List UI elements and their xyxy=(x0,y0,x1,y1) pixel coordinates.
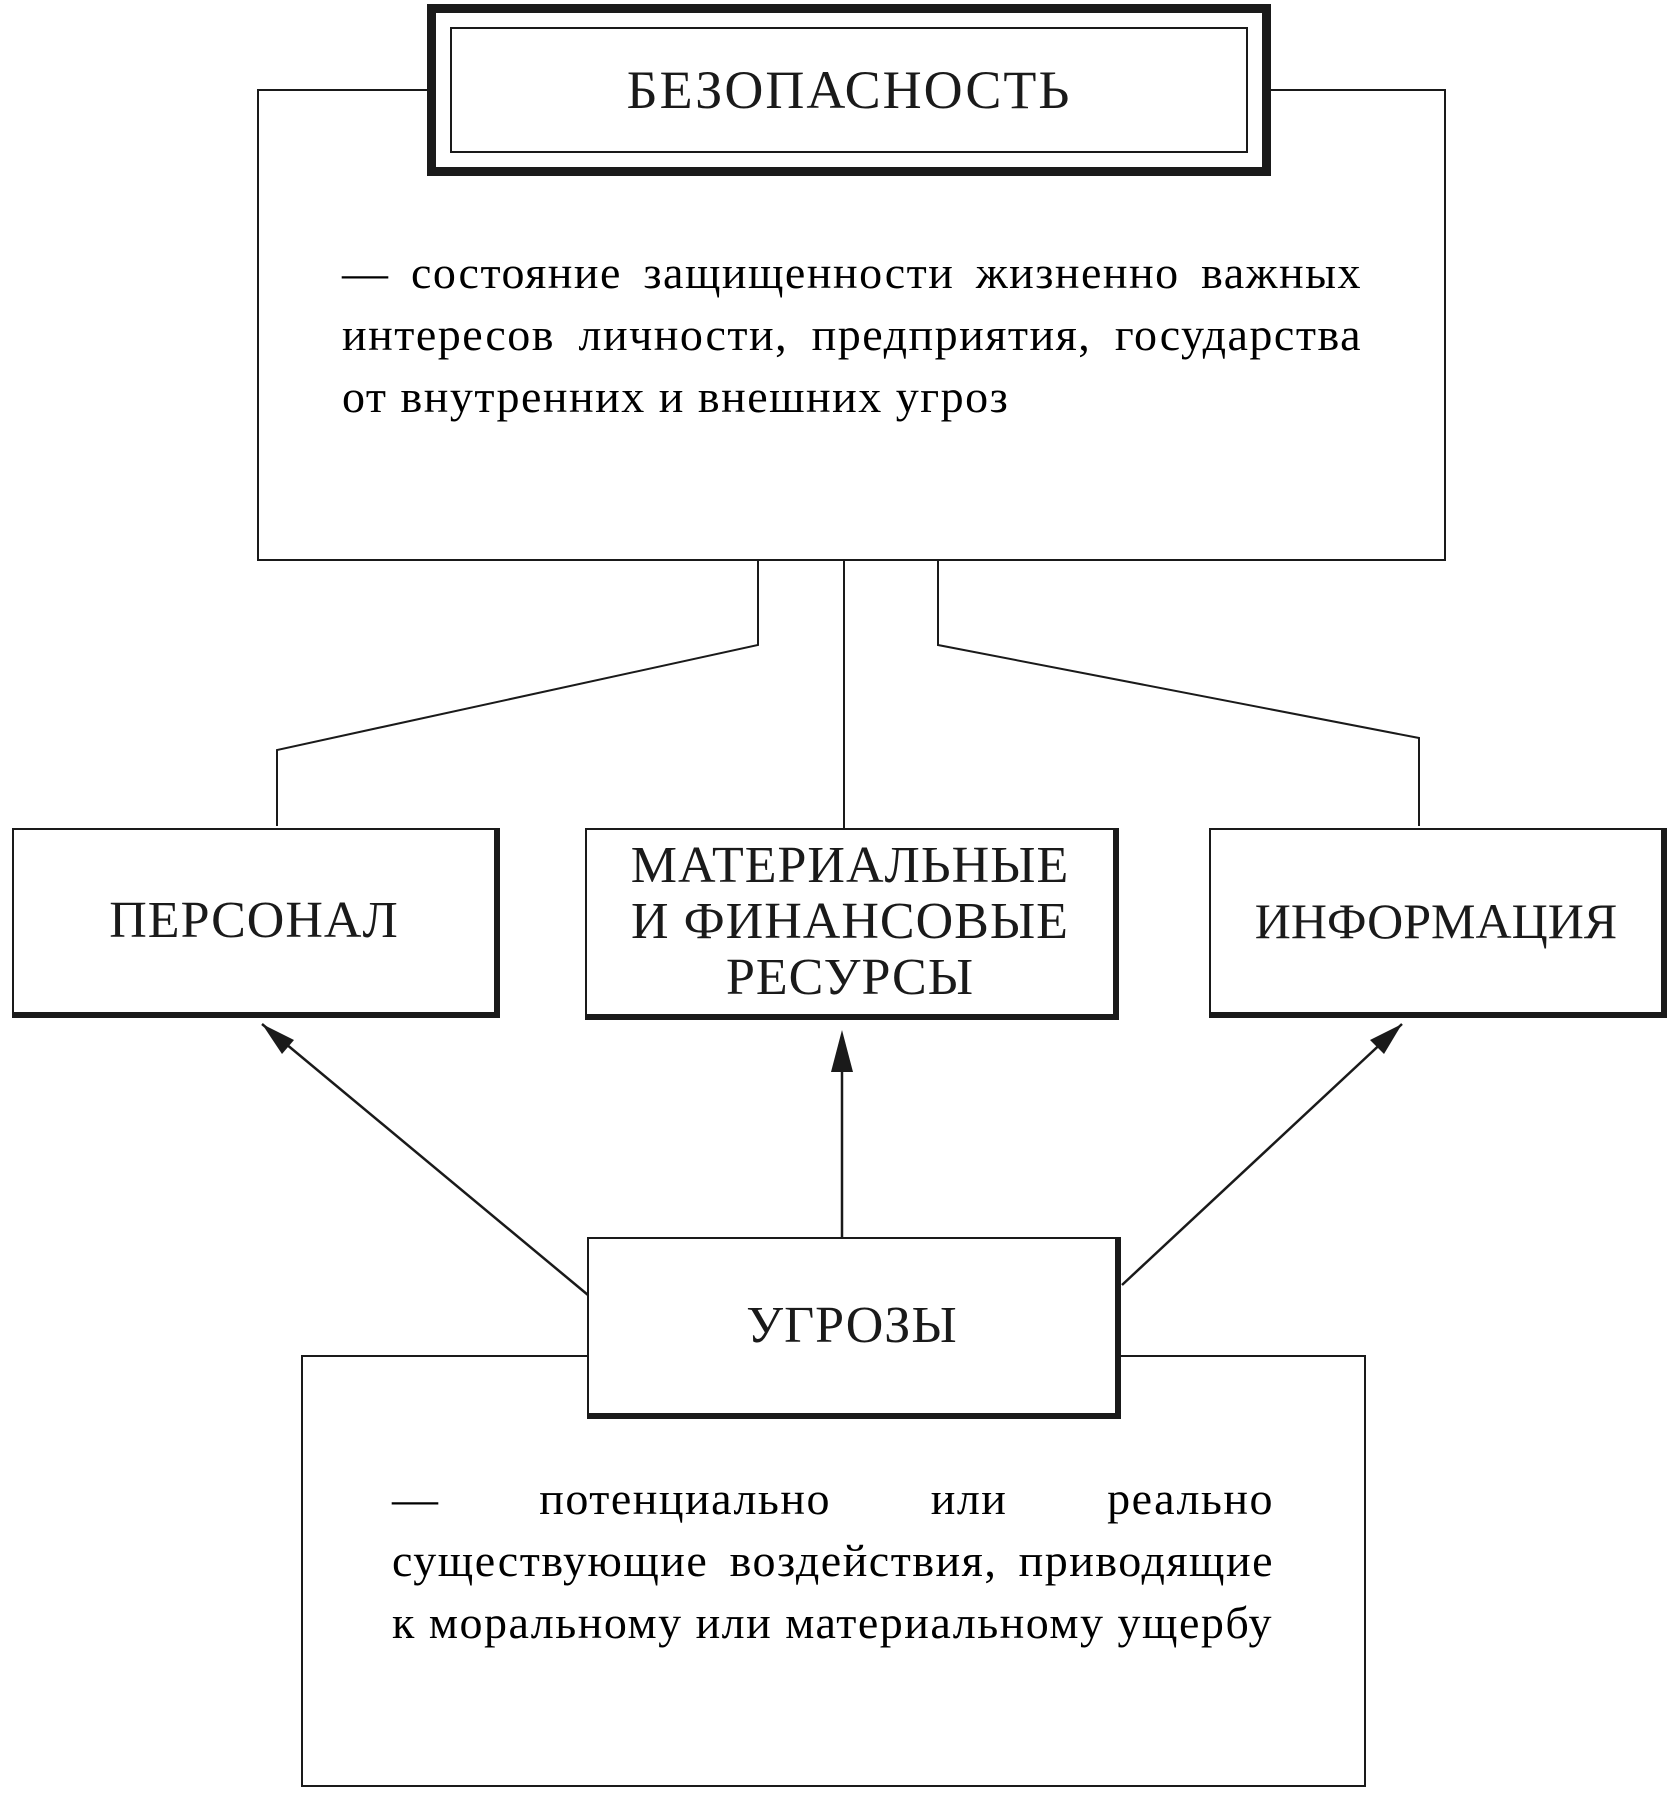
arrow-threats-personnel xyxy=(261,1023,589,1296)
threats-box: УГРОЗЫ xyxy=(587,1237,1121,1419)
arrow-threats-information xyxy=(1121,1023,1403,1286)
security-title-box: БЕЗОПАСНОСТЬ xyxy=(427,4,1271,176)
arrowhead-personnel xyxy=(262,1024,294,1054)
security-definition-text: — состояние защищенности жизненно важных… xyxy=(342,247,1362,422)
threats-title: УГРОЗЫ xyxy=(746,1296,958,1354)
arrowhead-information xyxy=(1370,1024,1402,1054)
resources-box: МАТЕРИАЛЬНЫЕ И ФИНАНСОВЫЕ РЕСУРСЫ xyxy=(585,828,1119,1020)
security-title: БЕЗОПАСНОСТЬ xyxy=(626,59,1072,120)
threats-definition-text: — потенциально или реально существующие … xyxy=(392,1473,1274,1648)
information-label: ИНФОРМАЦИЯ xyxy=(1254,893,1618,949)
personnel-label: ПЕРСОНАЛ xyxy=(109,891,399,949)
information-box: ИНФОРМАЦИЯ xyxy=(1209,828,1667,1018)
personnel-box: ПЕРСОНАЛ xyxy=(12,828,500,1018)
arrowhead-resources xyxy=(831,1030,853,1072)
resources-label: МАТЕРИАЛЬНЫЕ И ФИНАНСОВЫЕ РЕСУРСЫ xyxy=(630,836,1070,1007)
connector-security-information xyxy=(937,560,1420,826)
security-title-inner-frame: БЕЗОПАСНОСТЬ xyxy=(450,27,1248,153)
connector-security-personnel xyxy=(276,560,759,826)
